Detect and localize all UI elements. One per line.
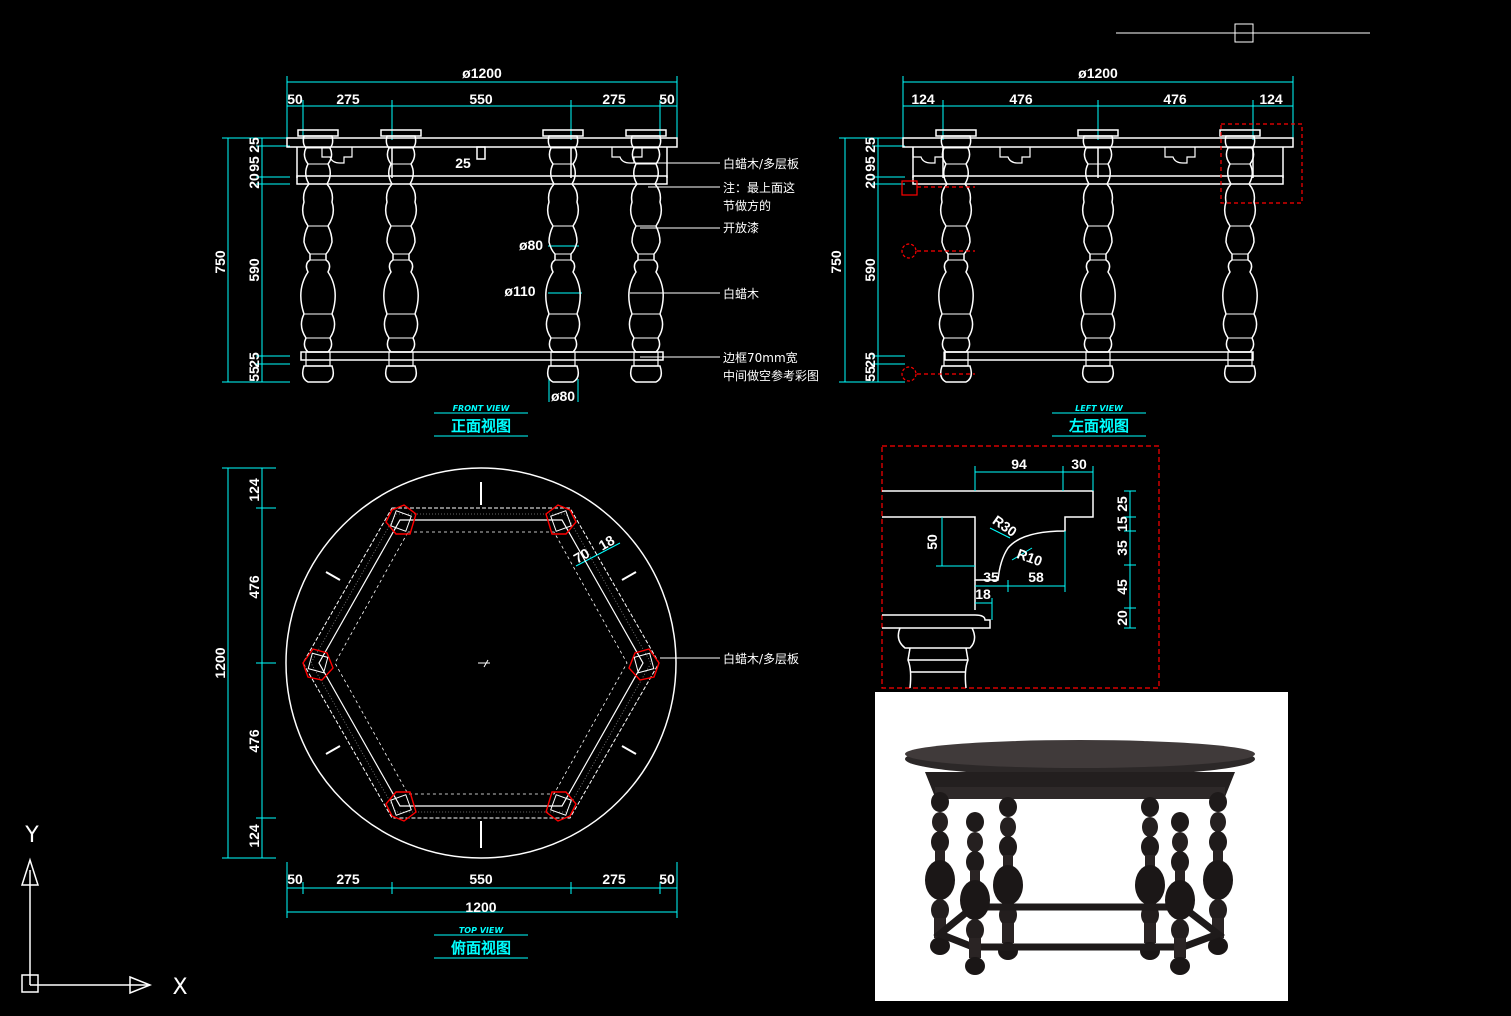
top-hdim: 275: [602, 871, 626, 887]
detail-right-dim: 15: [1114, 516, 1130, 532]
front-overall-dim: ø1200: [462, 65, 502, 81]
ucs-axis-icon: [20, 857, 153, 995]
left-seg-dim: 124: [911, 91, 935, 107]
left-view-title: 左面视图: [1068, 417, 1129, 435]
left-seg-dim: 124: [1259, 91, 1283, 107]
y-axis-label: Y: [24, 823, 39, 848]
left-seg-dim: 476: [1009, 91, 1033, 107]
front-seg-dim: 275: [336, 91, 360, 107]
top-vdim: 124: [246, 478, 262, 502]
top-hdim: 50: [287, 871, 303, 887]
left-overall-dim: ø1200: [1078, 65, 1118, 81]
note-frame-width: 边框70mm宽: [723, 350, 798, 365]
top-material-note: 白蜡木/多层板: [723, 651, 799, 666]
note-top-square-2: 节做方的: [723, 198, 771, 213]
top-view: 124 476 476 124 1200 50 275 550 275 50 1…: [212, 467, 799, 959]
front-vbottom-dim: 25: [246, 352, 262, 368]
front-seg-dim: 550: [469, 91, 493, 107]
front-vbottom-dim: 55: [246, 366, 262, 382]
left-seg-dim: 476: [1163, 91, 1187, 107]
front-seg-dim: 50: [287, 91, 303, 107]
front-view-title: 正面视图: [451, 417, 511, 435]
detail-view: 94 30 50 R30 R10 35 58 18 25 15 35 45 20: [881, 445, 1160, 689]
front-view: ø1200 50 275 550 275 50 750 590 25 95 20…: [212, 65, 819, 437]
top-htotal: 1200: [465, 899, 496, 915]
table-photo-illustration: [905, 740, 1255, 975]
front-vsmall-dim: 95: [246, 156, 262, 172]
detail-d35: 35: [983, 569, 999, 585]
left-leg-height-dim: 590: [862, 258, 878, 282]
top-d70: 70: [571, 545, 593, 567]
note-finish: 开放漆: [723, 220, 759, 235]
top-d18: 18: [596, 532, 618, 554]
front-view-subtitle: FRONT VIEW: [453, 404, 511, 413]
detail-d94: 94: [1011, 456, 1027, 472]
detail-d50: 50: [924, 534, 940, 550]
top-hdim: 50: [659, 871, 675, 887]
top-vtotal: 1200: [212, 647, 228, 678]
left-view-subtitle: LEFT VIEW: [1075, 404, 1124, 413]
left-vbottom-dim: 25: [862, 352, 878, 368]
detail-right-dim: 45: [1114, 579, 1130, 595]
front-vsmall-dim: 25: [246, 137, 262, 153]
detail-d30: 30: [1071, 456, 1087, 472]
detail-d58: 58: [1028, 569, 1044, 585]
crosshair-cursor-icon: [1116, 23, 1370, 43]
detail-right-dim: 20: [1114, 610, 1130, 626]
reference-photo: [875, 692, 1288, 1001]
top-hdim: 275: [336, 871, 360, 887]
front-seg-dim: 275: [602, 91, 626, 107]
note-top-square: 注：最上面这: [723, 180, 795, 195]
top-view-subtitle: TOP VIEW: [459, 926, 505, 935]
detail-right-dim: 25: [1114, 496, 1130, 512]
front-seg-dim: 50: [659, 91, 675, 107]
detail-d18: 18: [975, 586, 991, 602]
front-detail-25: 25: [455, 155, 471, 171]
front-foot-d80: ø80: [551, 388, 575, 404]
left-vsmall-dim: 20: [862, 173, 878, 189]
left-vsmall-dim: 25: [862, 137, 878, 153]
front-d80-label: ø80: [519, 237, 543, 253]
top-view-title: 俯面视图: [451, 939, 511, 957]
left-height-dim: 750: [828, 250, 844, 274]
detail-right-dim: 35: [1114, 540, 1130, 556]
front-leg-height-dim: 590: [246, 258, 262, 282]
top-vdim: 476: [246, 575, 262, 599]
top-hdim: 550: [469, 871, 493, 887]
note-ash-wood: 白蜡木: [723, 286, 759, 301]
left-view: ø1200 124 476 476 124 750 590 25 95 20 2…: [828, 65, 1303, 437]
x-axis-label: X: [172, 975, 187, 1000]
detail-r10: R10: [1015, 545, 1045, 569]
note-hollow-center: 中间做空参考彩图: [723, 368, 819, 383]
top-vdim: 476: [246, 729, 262, 753]
note-material: 白蜡木/多层板: [723, 156, 799, 171]
left-vsmall-dim: 95: [862, 156, 878, 172]
left-vbottom-dim: 55: [862, 366, 878, 382]
front-vsmall-dim: 20: [246, 173, 262, 189]
front-height-dim: 750: [212, 250, 228, 274]
front-d110-label: ø110: [504, 283, 535, 299]
top-vdim: 124: [246, 824, 262, 848]
